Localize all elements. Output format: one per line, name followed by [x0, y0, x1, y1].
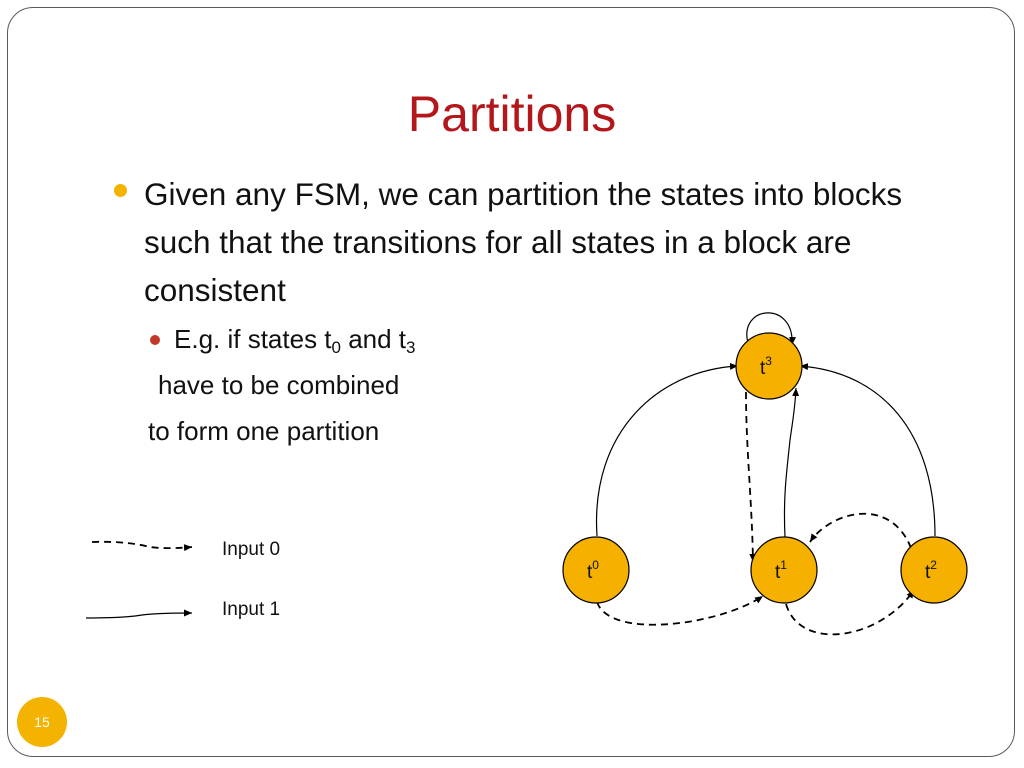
edge-t2-t3	[799, 363, 936, 537]
svg-text:t1: t1	[775, 558, 787, 583]
state-t2: t2	[900, 536, 968, 604]
sub-bullet-line-3: to form one partition	[148, 416, 380, 446]
legend-input0-line	[91, 540, 193, 552]
sub-bullet-sub-3: 3	[406, 338, 416, 357]
svg-text:t3: t3	[760, 354, 772, 379]
sub-bullet-line-1-pre: E.g. if states t	[174, 324, 332, 354]
legend-input1-label: Input 1	[222, 599, 281, 620]
legend-input0-label: Input 0	[222, 539, 281, 560]
sub-bullet-dot-icon	[150, 335, 160, 345]
svg-text:t0: t0	[587, 558, 599, 583]
slide-title: Partitions	[407, 86, 617, 142]
page-number-badge: 15	[17, 697, 67, 747]
edge-t2-t1	[809, 512, 912, 549]
edge-t3-t1	[745, 391, 757, 563]
edge-t1-t2	[785, 589, 915, 636]
sub-bullet-line-1-mid: and t	[340, 324, 407, 354]
main-bullet-text: Given any FSM, we can partition the stat…	[144, 176, 903, 308]
slide-frame	[7, 7, 1015, 757]
edge-t1-t3	[783, 387, 800, 538]
state-t0: t0	[562, 536, 630, 604]
state-t1: t1	[750, 536, 818, 604]
sub-bullet-line-1: E.g. if states t0 and t3	[174, 322, 416, 356]
legend-input1-line	[85, 609, 193, 619]
state-t3: t3	[735, 332, 803, 400]
sub-bullet-line-2: have to be combined	[158, 370, 400, 400]
bullet-dot-icon	[114, 184, 127, 197]
edge-t3-self-loop	[746, 312, 797, 346]
edge-t0-t1	[596, 595, 764, 626]
sub-bullet-sub-0: 0	[331, 338, 341, 357]
svg-text:t2: t2	[925, 558, 937, 583]
edge-t0-t3	[595, 362, 739, 537]
